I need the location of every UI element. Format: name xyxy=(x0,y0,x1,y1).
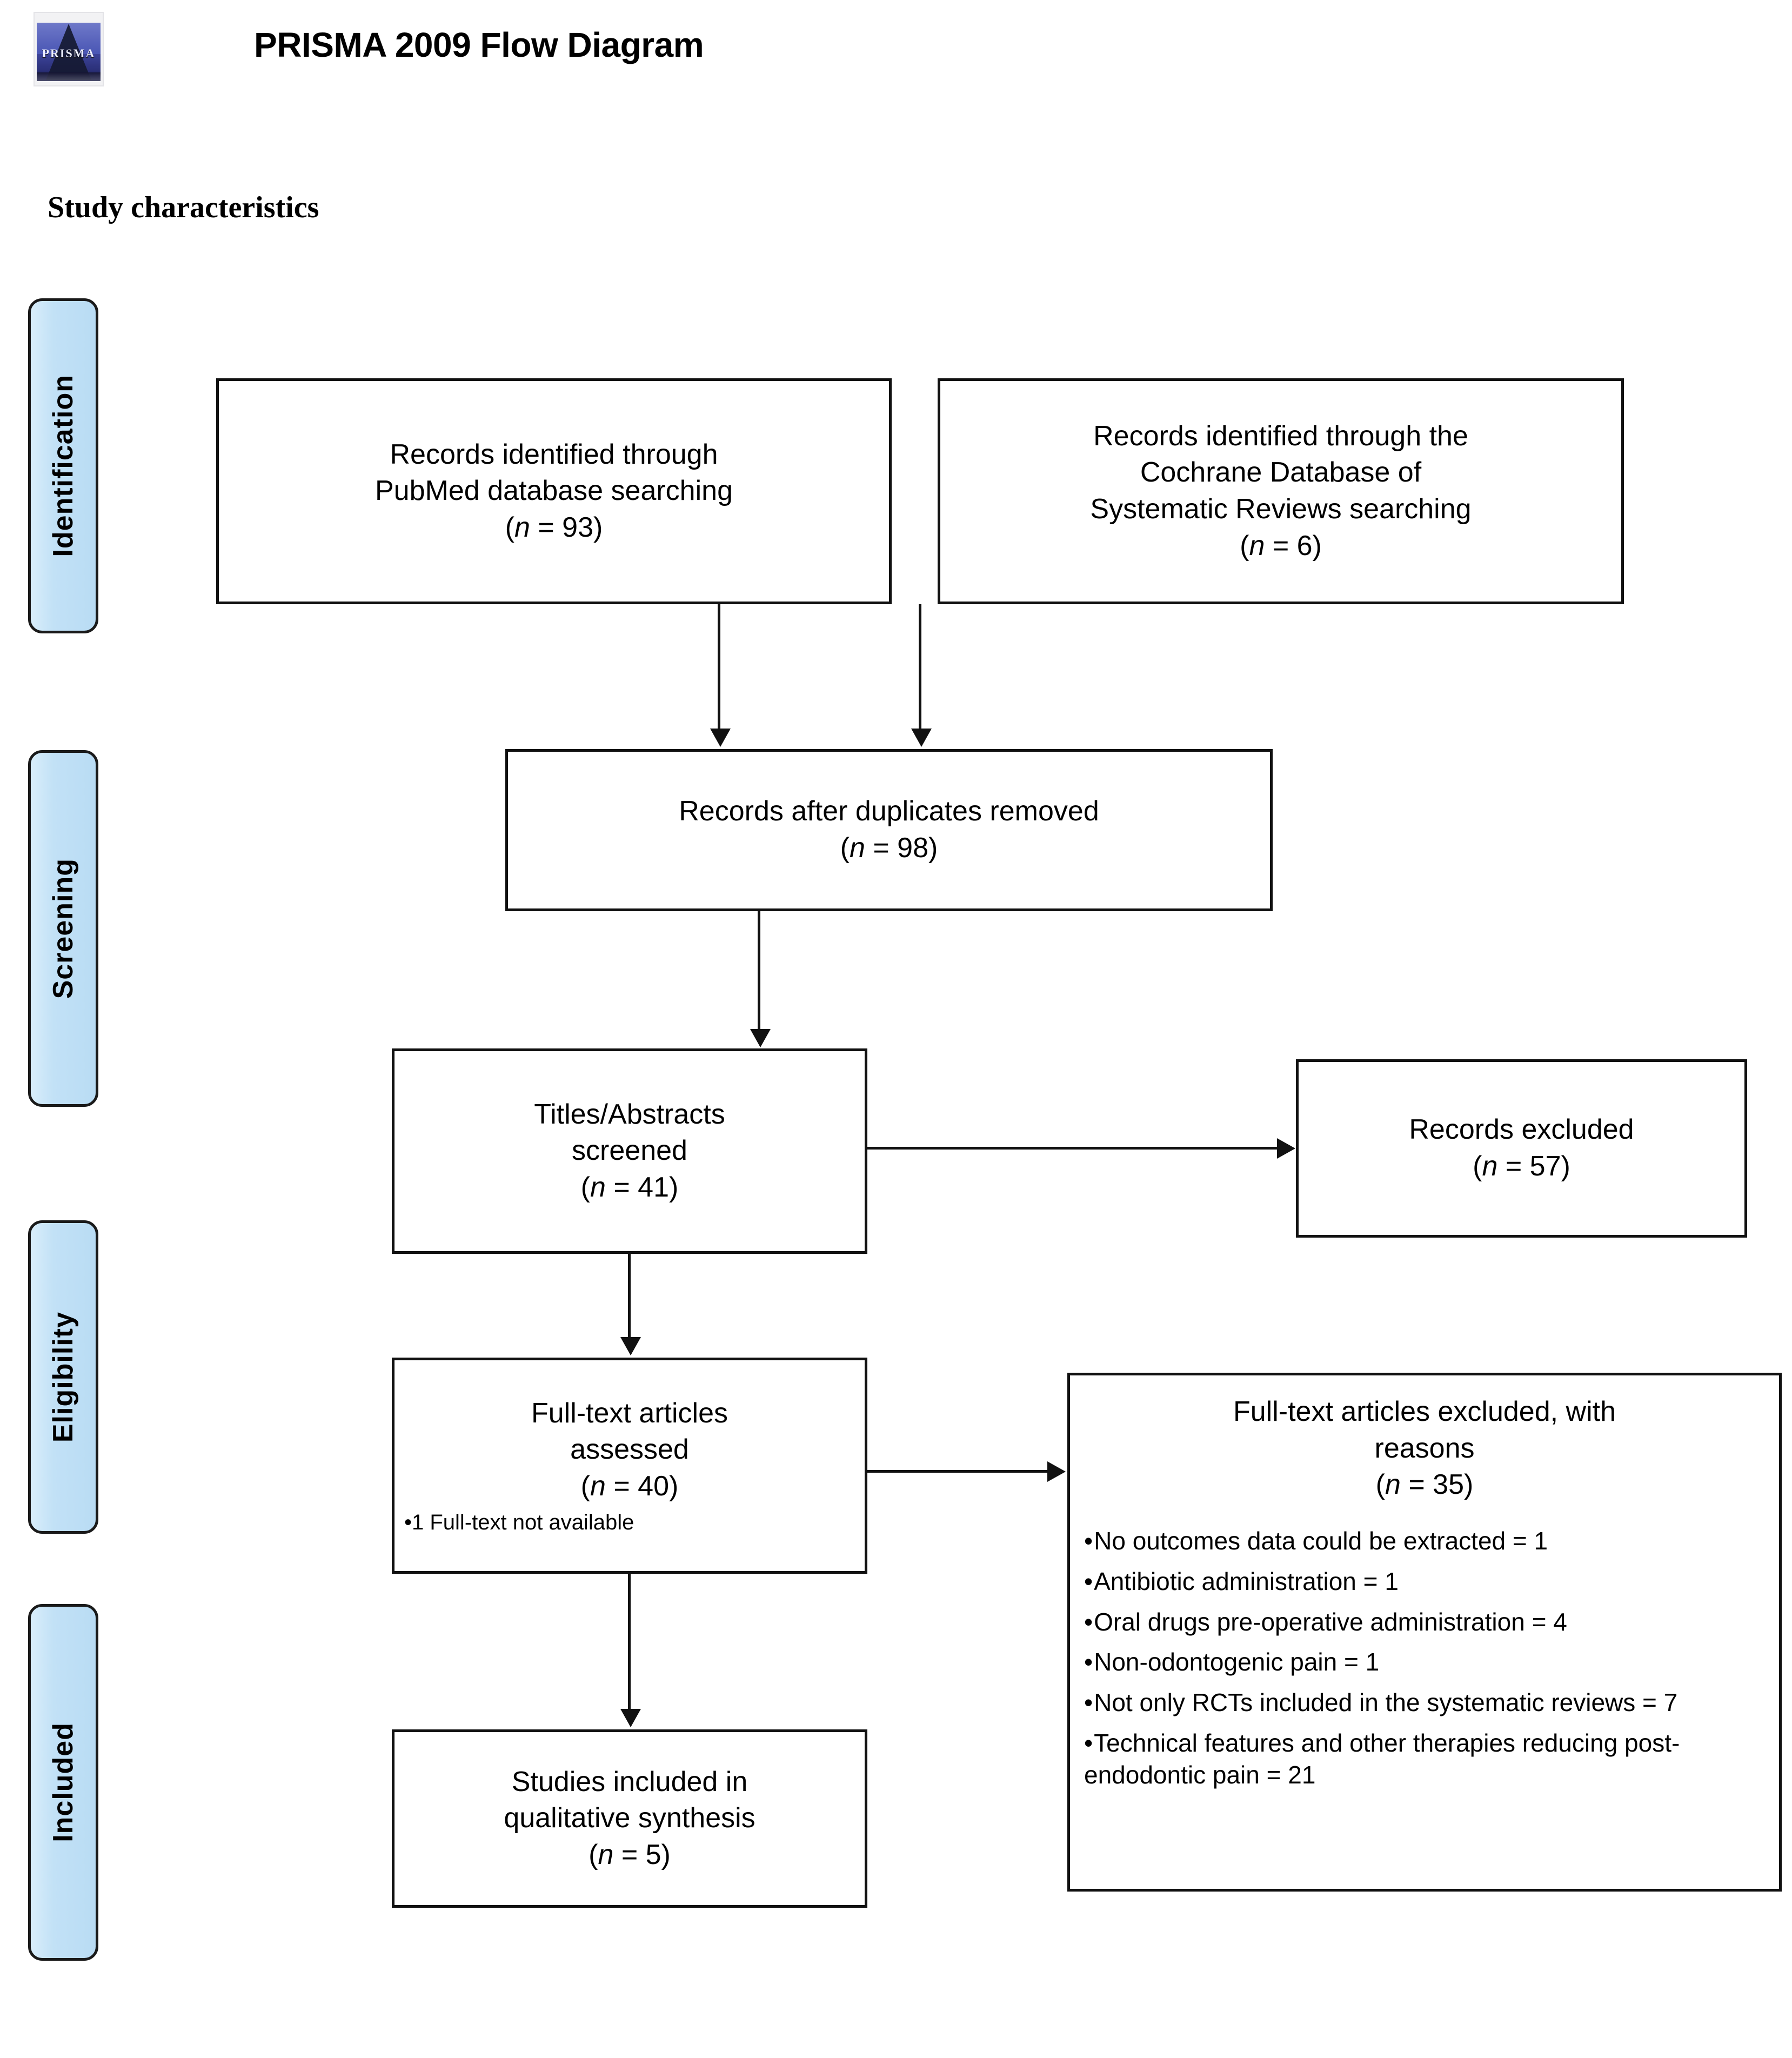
node-line: Systematic Reviews searching xyxy=(1090,493,1472,525)
connector-pubmed-to-duplicates xyxy=(718,604,720,730)
node-records-after-duplicates-removed: Records after duplicates removed (n = 98… xyxy=(505,749,1273,911)
exclusion-reason-item: Oral drugs pre-operative administration … xyxy=(1084,1606,1765,1638)
node-line: Cochrane Database of xyxy=(1140,457,1422,489)
node-subnote: •1 Full-text not available xyxy=(404,1511,634,1535)
node-line: Records excluded xyxy=(1409,1114,1634,1146)
stage-label-included: Included xyxy=(48,1722,79,1842)
node-line: Records identified through the xyxy=(1093,420,1468,452)
node-records-identified-cochrane: Records identified through the Cochrane … xyxy=(938,378,1624,604)
connector-screened-to-fulltext xyxy=(628,1254,631,1338)
stage-rail-eligibility: Eligibility xyxy=(28,1220,98,1534)
node-line: qualitative synthesis xyxy=(504,1802,755,1834)
node-line: Studies included in xyxy=(511,1766,748,1798)
node-records-excluded: Records excluded (n = 57) xyxy=(1296,1059,1747,1238)
exclusion-reason-item: Antibiotic administration = 1 xyxy=(1084,1566,1765,1598)
stage-rail-included: Included xyxy=(28,1604,98,1961)
stage-label-eligibility: Eligibility xyxy=(48,1311,79,1443)
node-titles-abstracts-screened: Titles/Abstracts screened (n = 41) xyxy=(392,1048,867,1254)
node-count: (n = 35) xyxy=(1375,1469,1474,1501)
arrowhead-down-icon xyxy=(750,1029,771,1047)
node-fulltext-articles-excluded-with-reasons: Full-text articles excluded, with reason… xyxy=(1067,1373,1782,1892)
node-line: Full-text articles xyxy=(531,1397,728,1429)
node-line: Records after duplicates removed xyxy=(679,796,1099,827)
arrowhead-right-icon xyxy=(1277,1138,1295,1159)
connector-duplicates-to-screened xyxy=(758,911,760,1030)
node-count: (n = 6) xyxy=(1240,530,1322,562)
pyramid-icon xyxy=(46,24,91,80)
node-fulltext-articles-assessed: Full-text articles assessed (n = 40) •1 … xyxy=(392,1358,867,1574)
stage-label-screening: Screening xyxy=(48,858,79,999)
page-title: PRISMA 2009 Flow Diagram xyxy=(254,25,704,64)
node-count: (n = 93) xyxy=(505,511,603,543)
node-count: (n = 41) xyxy=(580,1171,679,1203)
connector-fulltext-to-reasons xyxy=(867,1470,1048,1473)
node-line: screened xyxy=(572,1135,687,1167)
exclusion-reasons-list: No outcomes data could be extracted = 1 … xyxy=(1084,1525,1765,1800)
exclusion-reason-item: Technical features and other therapies r… xyxy=(1084,1727,1765,1791)
exclusion-reason-item: Not only RCTs included in the systematic… xyxy=(1084,1687,1765,1719)
connector-fulltext-to-included xyxy=(628,1574,631,1710)
logo-shadow-band xyxy=(37,72,101,81)
stage-rail-screening: Screening xyxy=(28,750,98,1107)
section-heading: Study characteristics xyxy=(48,191,319,224)
reasons-heading-line: Full-text articles excluded, with xyxy=(1233,1396,1616,1427)
node-count: (n = 98) xyxy=(840,832,938,864)
node-line: assessed xyxy=(570,1434,689,1466)
arrowhead-down-icon xyxy=(710,729,731,747)
node-count: (n = 57) xyxy=(1473,1151,1570,1182)
node-count: (n = 40) xyxy=(580,1470,679,1502)
exclusion-reason-item: No outcomes data could be extracted = 1 xyxy=(1084,1525,1765,1557)
reasons-heading-line: reasons xyxy=(1374,1432,1475,1464)
node-records-identified-pubmed: Records identified through PubMed databa… xyxy=(216,378,892,604)
node-studies-included-qualitative-synthesis: Studies included in qualitative synthesi… xyxy=(392,1729,867,1908)
prisma-logo: PRISMA xyxy=(34,12,104,86)
node-line: Titles/Abstracts xyxy=(534,1098,725,1130)
arrowhead-down-icon xyxy=(911,729,932,747)
connector-cochrane-to-duplicates xyxy=(919,604,921,730)
node-line: Records identified through xyxy=(390,438,718,470)
stage-rail-identification: Identification xyxy=(28,298,98,633)
arrowhead-right-icon xyxy=(1047,1461,1066,1482)
arrowhead-down-icon xyxy=(620,1337,641,1355)
connector-screened-to-records-excluded xyxy=(867,1147,1278,1150)
logo-wordmark: PRISMA xyxy=(42,46,96,60)
stage-label-identification: Identification xyxy=(48,375,79,557)
exclusion-reason-item: Non-odontogenic pain = 1 xyxy=(1084,1646,1765,1678)
node-line: PubMed database searching xyxy=(375,475,733,507)
node-count: (n = 5) xyxy=(589,1839,671,1870)
arrowhead-down-icon xyxy=(620,1709,641,1727)
